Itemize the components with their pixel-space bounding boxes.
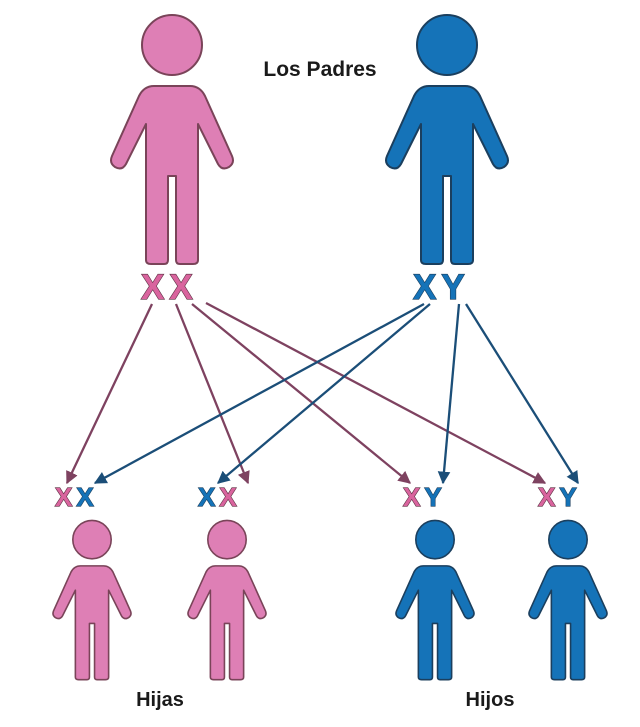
daughter-1-chromosome-pair: X X xyxy=(54,481,95,513)
arrow-father-y-to-son1 xyxy=(437,303,461,485)
daughter-2-chromosome-1: X xyxy=(197,481,216,512)
mother-chromosome-1: X xyxy=(140,267,165,307)
son-1-chromosome-x: X xyxy=(402,481,421,512)
son-2-chromosome-pair: X Y xyxy=(537,481,578,513)
child-figure-son-2 xyxy=(518,516,618,681)
arrow-mother-x1-to-son1 xyxy=(191,303,411,484)
child-figure-daughter-2 xyxy=(177,516,277,681)
maternal-arrows xyxy=(65,301,547,485)
arrow-mother-x2-to-son2 xyxy=(205,301,547,485)
arrow-father-x-to-daughter2 xyxy=(217,303,431,484)
child-figure-son-1 xyxy=(385,516,485,681)
daughter-2-chromosome-2: X xyxy=(219,481,238,512)
arrow-mother-x2-to-daughter2 xyxy=(174,303,250,485)
arrow-mother-x1-to-daughter1 xyxy=(65,303,154,485)
daughter-1-chromosome-2: X xyxy=(76,481,95,512)
parent-figure-father xyxy=(383,8,511,266)
paternal-arrows xyxy=(93,302,579,485)
son-1-chromosome-y: Y xyxy=(424,481,443,512)
sons-label: Hijos xyxy=(465,689,515,711)
son-1-chromosome-pair: X Y xyxy=(402,481,443,513)
mother-chromosome-pair: X X xyxy=(140,267,194,308)
arrow-father-x-to-daughter1 xyxy=(93,302,425,485)
father-chromosome-pair: X Y xyxy=(412,267,466,308)
father-chromosome-x: X xyxy=(412,267,437,307)
father-chromosome-y: Y xyxy=(441,267,466,307)
daughters-label: Hijas xyxy=(136,689,184,711)
child-figure-daughter-1 xyxy=(42,516,142,681)
daughter-1-chromosome-1: X xyxy=(54,481,73,512)
mother-chromosome-2: X xyxy=(169,267,194,307)
daughter-2-chromosome-pair: X X xyxy=(197,481,238,513)
page-title: Los Padres xyxy=(263,58,377,81)
son-2-chromosome-y: Y xyxy=(559,481,578,512)
parent-figure-mother xyxy=(108,8,236,266)
arrow-father-y-to-son2 xyxy=(465,303,579,485)
son-2-chromosome-x: X xyxy=(537,481,556,512)
